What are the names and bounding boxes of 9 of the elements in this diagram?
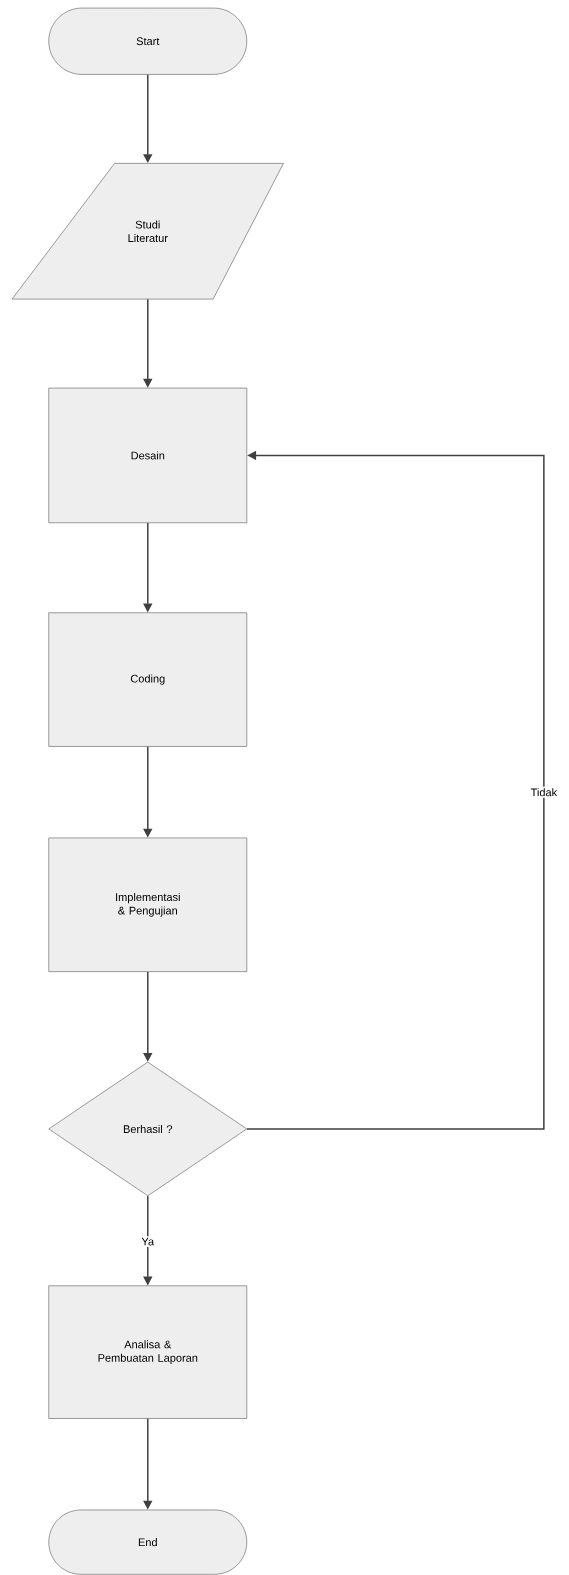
process-box: Implementasi & Pengujian bbox=[48, 837, 248, 972]
process-box: Coding bbox=[48, 612, 248, 747]
edge-label: Tidak bbox=[529, 786, 559, 798]
start-terminal: Start bbox=[48, 7, 248, 75]
end-terminal: End bbox=[48, 1509, 248, 1575]
data-parallelogram: Studi Literatur bbox=[11, 163, 284, 300]
process-box: Analisa & Pembuatan Laporan bbox=[48, 1285, 248, 1419]
edge-label: Ya bbox=[139, 1236, 156, 1247]
process-box: Desain bbox=[48, 387, 248, 524]
